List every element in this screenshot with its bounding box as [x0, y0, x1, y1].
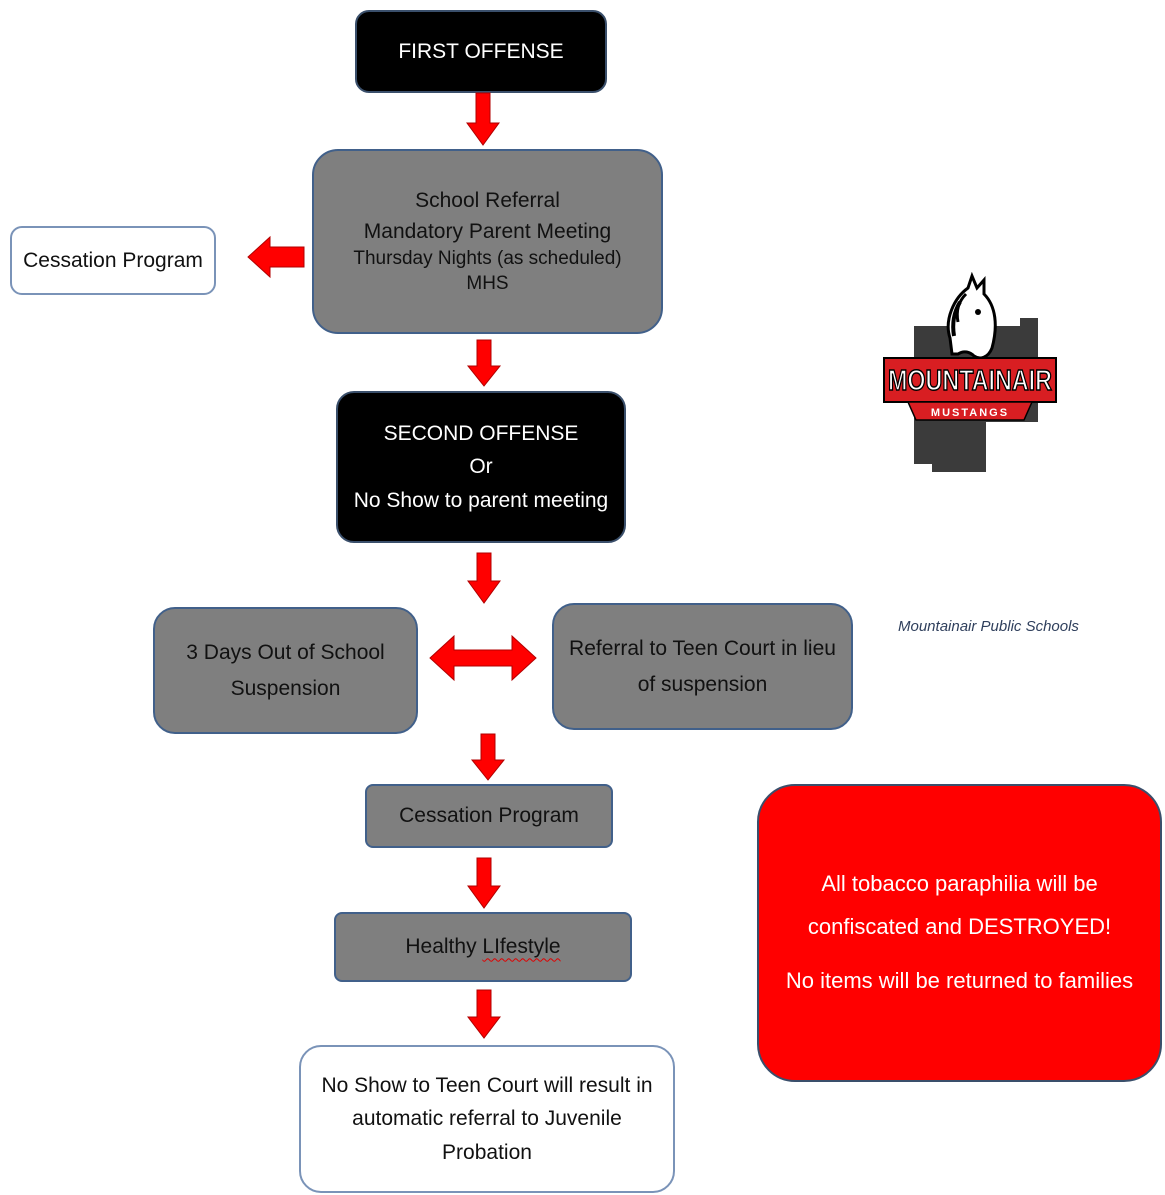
meeting-schedule-label: Thursday Nights (as scheduled)	[353, 248, 622, 270]
meeting-location-label: MHS	[466, 272, 509, 294]
down-arrow-6	[466, 989, 502, 1039]
notice-line-1: All tobacco paraphilia will be	[821, 871, 1098, 897]
juvenile-probation-line-3: Probation	[442, 1140, 532, 1164]
no-show-parent-meeting-label: No Show to parent meeting	[353, 488, 609, 512]
healthy-lifestyle-box: Healthy LIfestyle	[334, 912, 632, 982]
cessation-program-side-box: Cessation Program	[10, 226, 216, 295]
suspension-box: 3 Days Out of School Suspension	[153, 607, 418, 734]
healthy-lifestyle-prefix: Healthy	[405, 935, 483, 959]
teen-court-referral-box: Referral to Teen Court in lieu of suspen…	[552, 603, 853, 730]
mountainair-mustangs-logo: MOUNTAINAIR MUSTANGS	[883, 272, 1057, 472]
juvenile-probation-line-1: No Show to Teen Court will result in	[321, 1074, 653, 1098]
cessation-program-side-label: Cessation Program	[23, 248, 203, 272]
cessation-program-label: Cessation Program	[399, 804, 579, 828]
juvenile-probation-box: No Show to Teen Court will result in aut…	[299, 1045, 675, 1193]
left-arrow	[247, 235, 305, 279]
teen-court-line-1: Referral to Teen Court in lieu	[569, 637, 836, 661]
second-offense-label: SECOND OFFENSE	[383, 422, 579, 446]
cessation-program-box: Cessation Program	[365, 784, 613, 848]
second-offense-or: Or	[469, 455, 493, 479]
suspension-line-1: 3 Days Out of School	[186, 641, 385, 665]
notice-line-3: No items will be returned to families	[785, 968, 1134, 994]
down-arrow-3	[467, 552, 501, 604]
healthy-lifestyle-label: Healthy LIfestyle	[405, 933, 560, 960]
down-arrow-2	[466, 339, 502, 387]
second-offense-box: SECOND OFFENSE Or No Show to parent meet…	[336, 391, 626, 543]
first-offense-label: FIRST OFFENSE	[398, 39, 564, 63]
down-arrow-5	[467, 857, 501, 909]
suspension-line-2: Suspension	[230, 676, 341, 700]
school-name-caption: Mountainair Public Schools	[898, 618, 1079, 635]
juvenile-probation-line-2: automatic referral to Juvenile	[352, 1107, 622, 1131]
parent-meeting-label: Mandatory Parent Meeting	[363, 219, 612, 243]
down-arrow-4	[470, 733, 506, 781]
healthy-lifestyle-misspelled-word: LIfestyle	[482, 935, 561, 959]
first-offense-box: FIRST OFFENSE	[355, 10, 607, 93]
confiscation-notice-box: All tobacco paraphilia will be confiscat…	[757, 784, 1162, 1082]
teen-court-line-2: of suspension	[637, 672, 768, 696]
school-referral-box: School Referral Mandatory Parent Meeting…	[312, 149, 663, 334]
logo-subtitle: MUSTANGS	[931, 407, 1009, 419]
logo-wordmark: MOUNTAINAIR	[888, 365, 1052, 397]
double-arrow	[429, 634, 537, 682]
school-referral-title: School Referral	[415, 188, 560, 212]
down-arrow-1	[466, 92, 500, 146]
notice-line-2: confiscated and DESTROYED!	[807, 913, 1112, 939]
